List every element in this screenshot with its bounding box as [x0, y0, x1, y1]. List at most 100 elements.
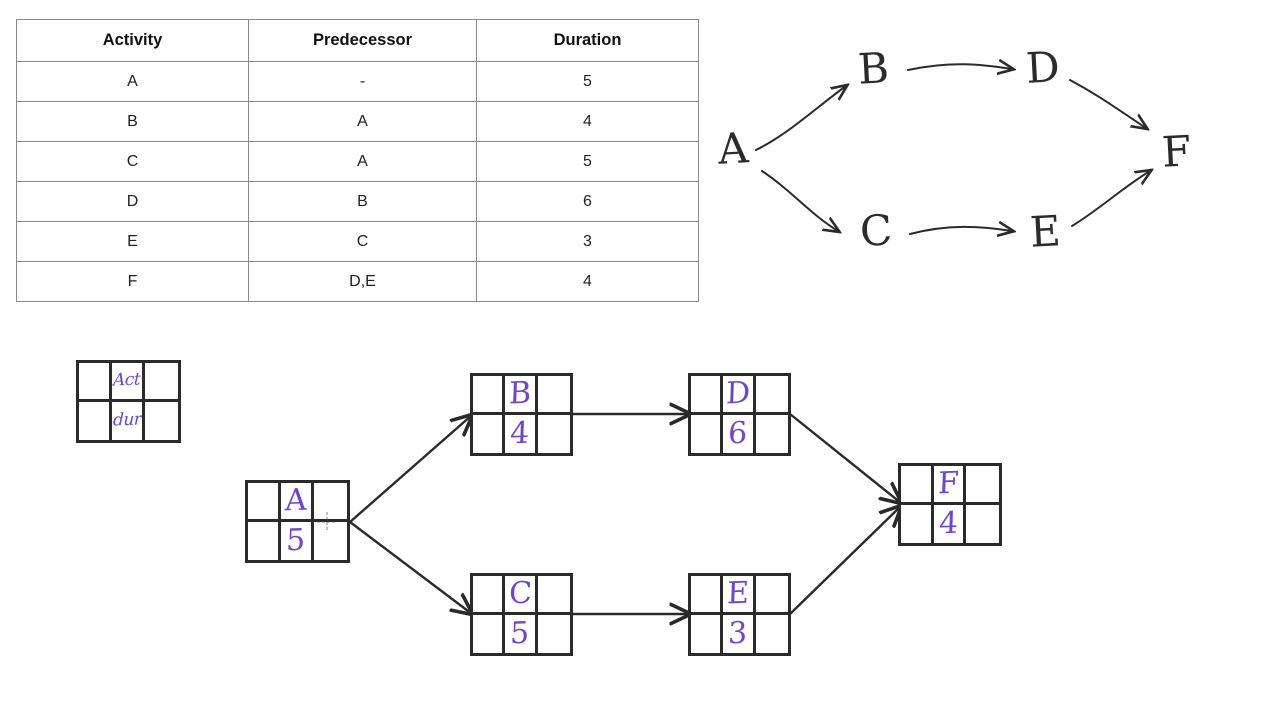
node-network-edges — [349, 330, 1280, 720]
sketch-network-diagram: A B C D E F — [700, 28, 1220, 283]
node-e-cell-es — [691, 576, 724, 615]
node-c-cell-duration: 5 — [505, 614, 538, 653]
legend-key-box: Act dur — [76, 360, 181, 443]
node-box-a[interactable]: A 5 — [245, 480, 350, 563]
node-box-e[interactable]: E 3 — [688, 573, 791, 656]
node-d-cell-duration: 6 — [723, 414, 756, 453]
legend-cell-top-right — [145, 363, 178, 402]
legend-cell-duration: dur — [112, 401, 145, 440]
node-a-cell-activity: A — [281, 483, 314, 522]
node-f-cell-activity: F — [933, 466, 967, 505]
sketch-edges — [755, 28, 1220, 283]
node-c-cell-lf — [538, 615, 570, 654]
legend-cell-bottom-left — [79, 401, 112, 440]
sketch-edge-b-d — [907, 64, 1012, 70]
node-c-cell-ef — [537, 576, 570, 615]
legend-cell-top-left — [79, 363, 112, 402]
cell-activity: E — [16, 221, 249, 262]
node-e-activity-label: E — [726, 576, 750, 612]
node-f-cell-es — [901, 466, 934, 505]
table-header-row: Activity Predecessor Duration — [16, 19, 699, 62]
cell-duration: 5 — [476, 61, 699, 102]
node-a-cell-ef — [314, 483, 347, 522]
sketch-edge-d-f — [1069, 79, 1146, 128]
node-a-cell-es — [248, 483, 281, 522]
sketch-edge-a-c — [761, 170, 838, 231]
edge-a-b — [349, 415, 472, 523]
cell-predecessor: B — [248, 181, 477, 222]
cell-predecessor: A — [248, 101, 477, 142]
node-box-f[interactable]: F 4 — [898, 463, 1002, 546]
node-b-cell-ls — [473, 414, 506, 453]
cell-predecessor: C — [248, 221, 477, 262]
node-f-cell-lf — [966, 505, 999, 544]
sketch-node-e: E — [1028, 206, 1062, 257]
node-d-cell-activity: D — [723, 376, 756, 415]
node-b-activity-label: B — [508, 376, 532, 412]
table-row: E C 3 — [16, 221, 699, 262]
node-a-cell-ls — [248, 521, 281, 560]
node-d-duration-label: 6 — [727, 415, 749, 452]
sketch-node-d: D — [1024, 42, 1061, 93]
cell-activity: C — [16, 141, 249, 182]
cell-duration: 4 — [476, 261, 699, 302]
node-f-cell-ef — [966, 466, 999, 505]
cell-duration: 5 — [476, 141, 699, 182]
edge-a-c — [349, 521, 472, 614]
cell-predecessor: A — [248, 141, 477, 182]
sketch-node-c: C — [858, 205, 894, 256]
node-e-cell-ef — [755, 576, 788, 615]
node-e-cell-duration: 3 — [723, 614, 756, 653]
sketch-node-b: B — [856, 43, 891, 94]
legend-cell-activity: Act — [112, 363, 145, 402]
node-a-cell-duration: 5 — [281, 521, 314, 560]
node-c-cell-ls — [473, 614, 506, 653]
node-b-cell-es — [473, 376, 506, 415]
node-c-cell-activity: C — [505, 576, 538, 615]
node-b-duration-label: 4 — [509, 415, 531, 452]
node-b-cell-ef — [537, 376, 570, 415]
node-b-cell-activity: B — [505, 376, 538, 415]
node-d-cell-lf — [756, 415, 788, 454]
table-row: C A 5 — [16, 141, 699, 182]
node-f-cell-ls — [901, 504, 934, 543]
table-row: F D,E 4 — [16, 261, 699, 302]
cell-activity: D — [16, 181, 249, 222]
sketch-node-f: F — [1160, 126, 1193, 177]
node-e-cell-ls — [691, 614, 724, 653]
node-box-c[interactable]: C 5 — [470, 573, 573, 656]
legend-activity-label: Act — [113, 369, 141, 391]
node-f-activity-label: F — [937, 466, 960, 502]
node-d-cell-ls — [691, 414, 724, 453]
activity-duration-table: Activity Predecessor Duration A - 5 B A … — [16, 19, 699, 302]
node-network-diagram: Act dur A 5 B 4 — [0, 330, 1280, 720]
sketch-edge-c-e — [909, 227, 1012, 234]
node-d-activity-label: D — [725, 376, 751, 412]
sketch-edge-a-b — [755, 86, 846, 151]
node-f-duration-label: 4 — [938, 505, 959, 542]
node-e-duration-label: 3 — [727, 615, 749, 652]
node-c-cell-es — [473, 576, 506, 615]
column-header-predecessor: Predecessor — [248, 19, 477, 62]
cell-duration: 3 — [476, 221, 699, 262]
node-box-d[interactable]: D 6 — [688, 373, 791, 456]
cell-predecessor: D,E — [248, 261, 477, 302]
cell-duration: 6 — [476, 181, 699, 222]
column-header-activity: Activity — [16, 19, 249, 62]
node-c-activity-label: C — [507, 576, 533, 612]
legend-duration-label: dur — [112, 409, 142, 431]
node-box-b[interactable]: B 4 — [470, 373, 573, 456]
edge-d-f — [789, 413, 901, 503]
node-a-cell-lf — [314, 522, 347, 561]
legend-cell-bottom-right — [145, 402, 178, 441]
cell-predecessor: - — [248, 61, 477, 102]
cell-duration: 4 — [476, 101, 699, 142]
node-b-cell-duration: 4 — [505, 414, 538, 453]
edge-e-f — [789, 506, 901, 615]
sketch-edge-e-f — [1071, 171, 1150, 227]
node-c-duration-label: 5 — [509, 615, 531, 652]
cell-activity: A — [16, 61, 249, 102]
cell-activity: F — [16, 261, 249, 302]
node-e-cell-lf — [756, 615, 788, 654]
sketch-node-a: A — [716, 123, 750, 174]
